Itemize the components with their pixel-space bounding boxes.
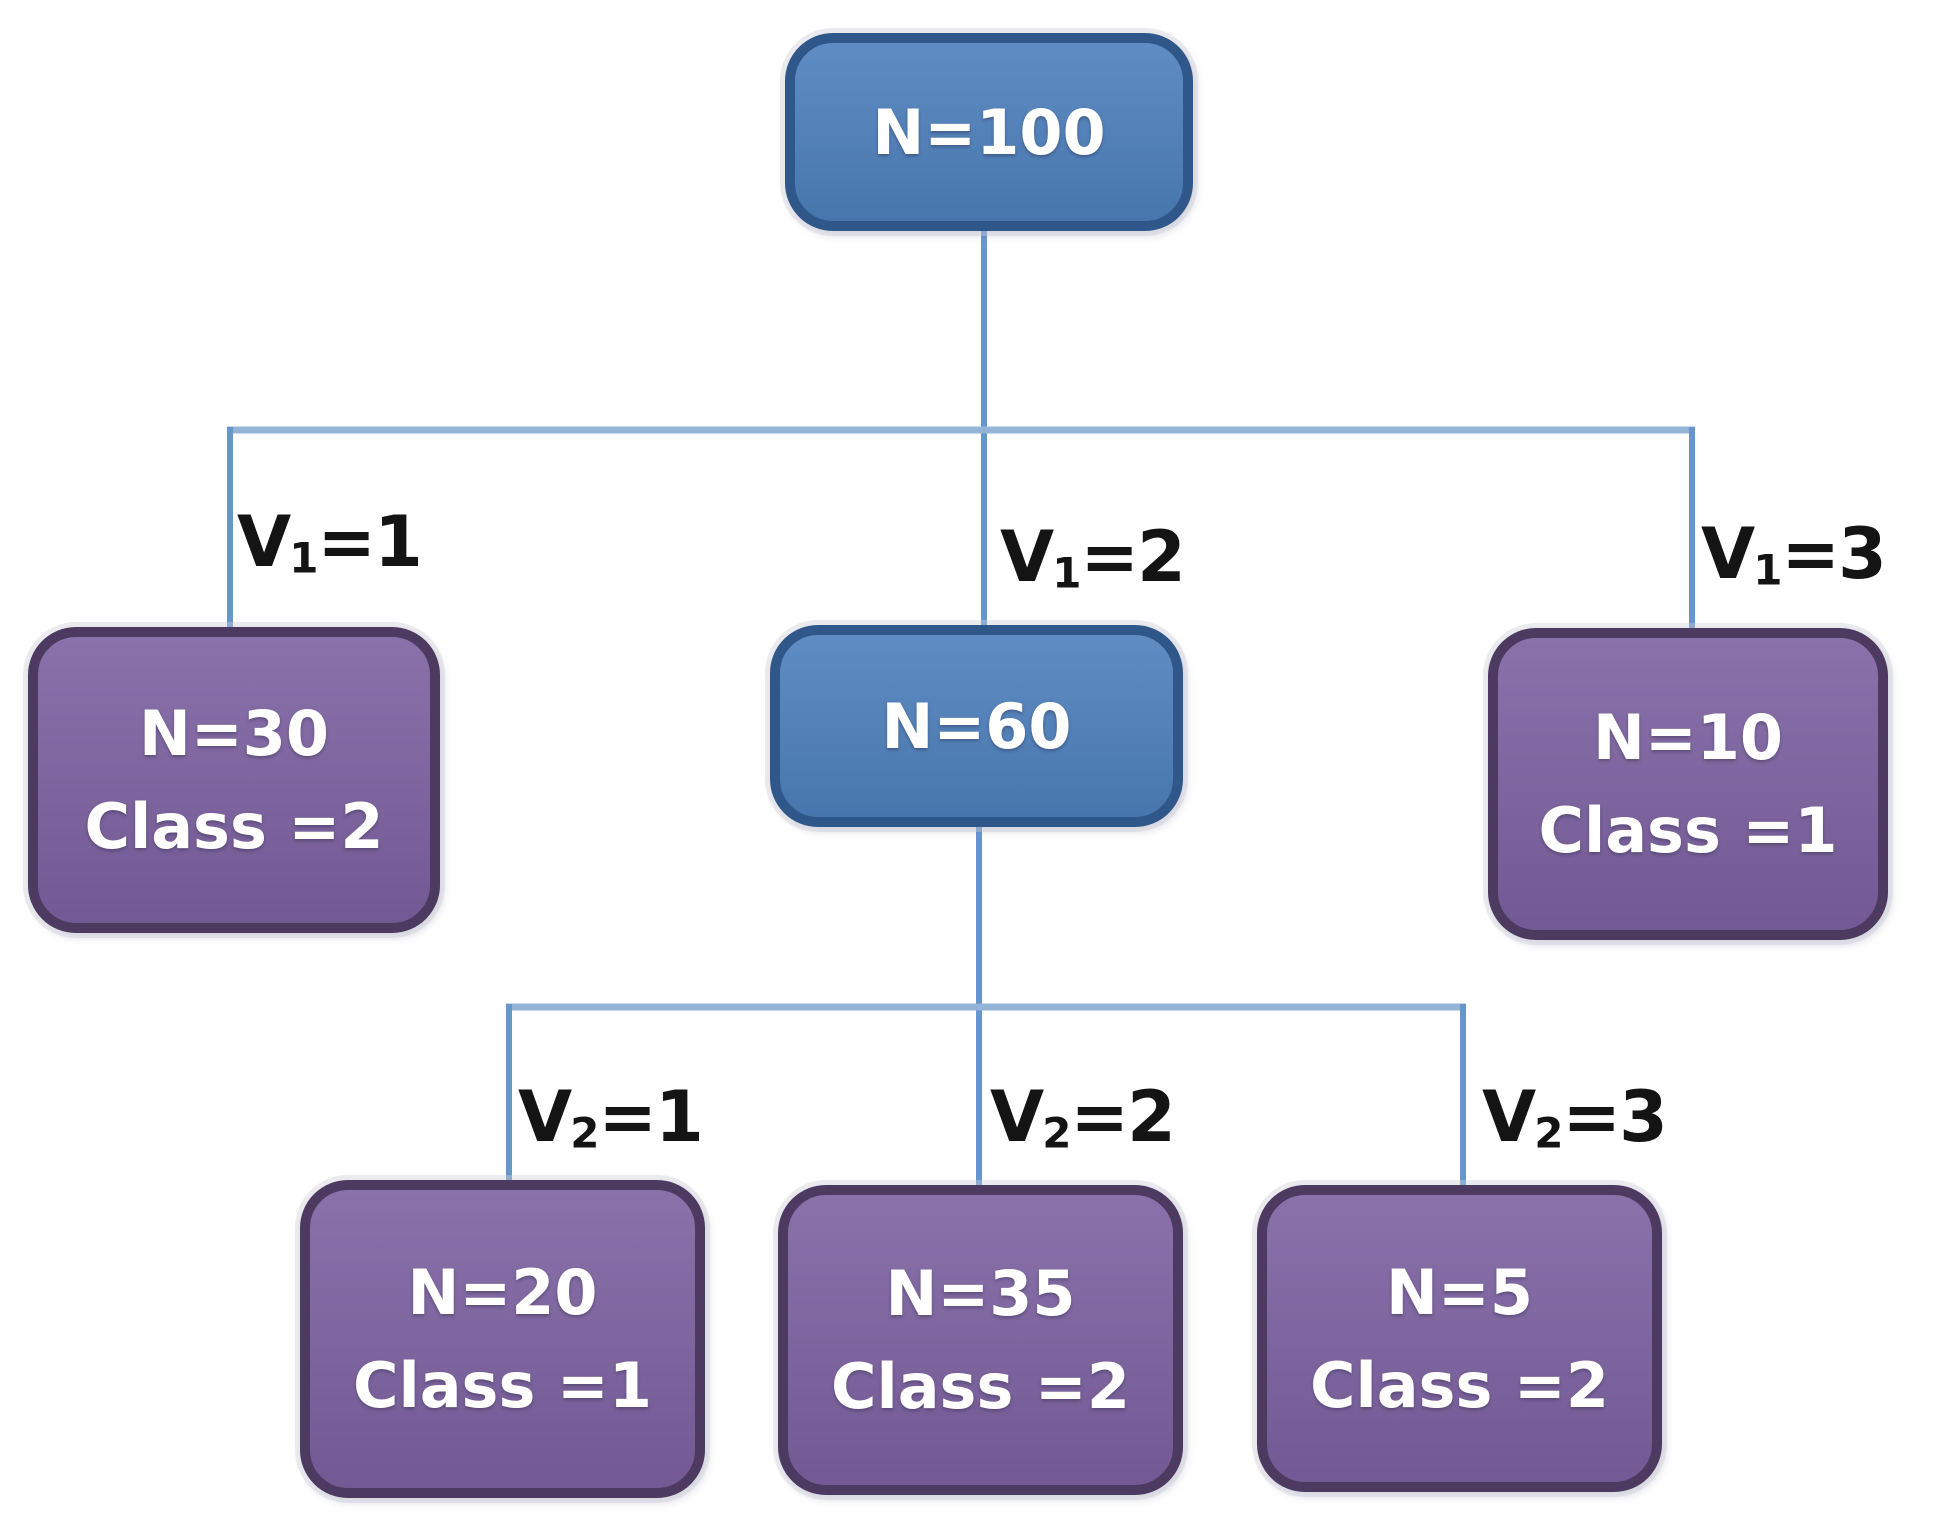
tree-node-n5: N=5 Class =2 [1257, 1185, 1662, 1492]
node-line: Class =2 [830, 1350, 1131, 1423]
branch-label-subscript: 2 [1042, 1108, 1071, 1158]
node-line: Class =1 [1538, 794, 1838, 867]
branch-label-value: =2 [1070, 1076, 1175, 1158]
branch-label-value: =2 [1080, 516, 1185, 598]
branch-label-v2-3: V2=3 [1482, 1082, 1668, 1158]
node-line: N=5 [1386, 1255, 1533, 1329]
branch-label-var: V [1701, 513, 1755, 595]
node-line: N=20 [407, 1256, 598, 1329]
branch-label-var: V [1482, 1076, 1536, 1158]
node-line: N=60 [881, 689, 1072, 763]
branch-label-value: =1 [317, 501, 422, 583]
branch-label-subscript: 2 [570, 1108, 599, 1158]
node-line: N=35 [885, 1257, 1076, 1330]
branch-label-var: V [518, 1076, 572, 1158]
node-line: Class =2 [1309, 1348, 1610, 1422]
node-line: N=100 [872, 95, 1106, 169]
tree-node-n35: N=35 Class =2 [778, 1185, 1183, 1495]
branch-label-v1-3: V1=3 [1701, 519, 1887, 595]
node-line: Class =2 [84, 790, 384, 863]
branch-label-value: =1 [598, 1076, 703, 1158]
tree-node-root: N=100 [785, 33, 1193, 231]
branch-label-var: V [237, 501, 291, 583]
tree-node-n30: N=30 Class =2 [28, 627, 440, 933]
branch-label-v2-1: V2=1 [518, 1082, 704, 1158]
branch-label-v1-2: V1=2 [1000, 522, 1186, 598]
branch-label-value: =3 [1562, 1076, 1667, 1158]
branch-label-subscript: 2 [1534, 1108, 1563, 1158]
branch-label-var: V [1000, 516, 1054, 598]
branch-label-var: V [990, 1076, 1044, 1158]
branch-label-subscript: 1 [289, 533, 318, 583]
branch-label-subscript: 1 [1753, 545, 1782, 595]
tree-node-n60: N=60 [770, 625, 1183, 827]
tree-node-n10: N=10 Class =1 [1488, 628, 1888, 940]
branch-label-v2-2: V2=2 [990, 1082, 1176, 1158]
branch-label-value: =3 [1781, 513, 1886, 595]
tree-node-n20: N=20 Class =1 [300, 1180, 705, 1498]
node-line: N=30 [138, 697, 330, 770]
node-line: N=10 [1592, 701, 1784, 774]
branch-label-subscript: 1 [1052, 548, 1081, 598]
branch-label-v1-1: V1=1 [237, 507, 423, 583]
node-line: Class =1 [352, 1349, 653, 1422]
